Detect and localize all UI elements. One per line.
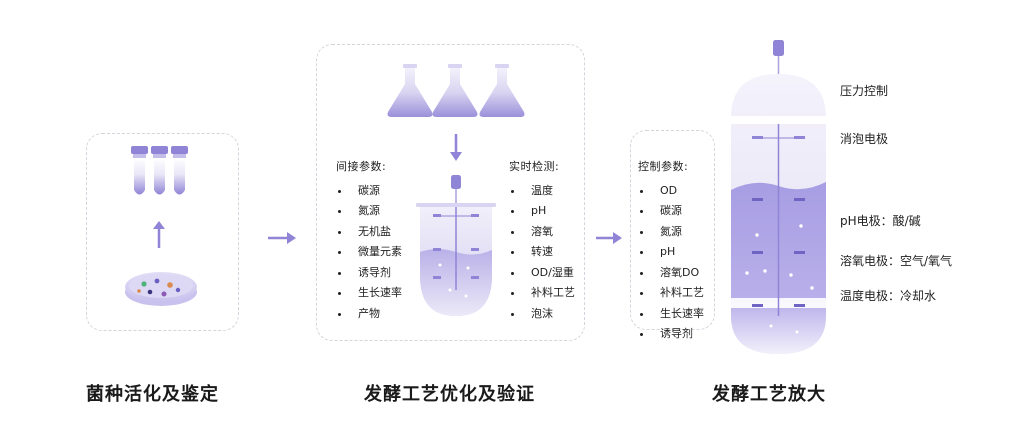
list-item: 生长速率 <box>638 304 704 325</box>
list-item: 微量元素 <box>336 242 402 263</box>
flask-icon <box>432 64 478 117</box>
temperature-electrode-label: 温度电极：冷却水 <box>838 287 939 304</box>
stage-title-process-optimization: 发酵工艺优化及验证 <box>364 384 535 405</box>
list-item: OD <box>638 181 704 202</box>
pressure-control-label: 压力控制 <box>838 82 891 99</box>
list-item: 泡沫 <box>509 304 575 325</box>
test-tube-icon <box>171 146 188 195</box>
control-items: OD 碳源 氮源 pH 溶氧DO 补料工艺 生长速率 诱导剂 <box>638 181 704 345</box>
indirect-items: 碳源 氮源 无机盐 微量元素 诱导剂 生长速率 产物 <box>336 181 402 325</box>
strain-activation-panel <box>86 133 239 331</box>
list-item: 温度 <box>509 181 575 202</box>
list-item: 溶氧 <box>509 222 575 243</box>
list-item: 氮源 <box>336 201 402 222</box>
petri-dish-icon <box>125 272 197 306</box>
realtime-items: 温度 pH 溶氧 转速 OD/湿重 补料工艺 泡沫 <box>509 181 575 325</box>
arrow-right-icon <box>268 232 296 244</box>
flask-icon <box>479 64 525 117</box>
control-parameters-panel <box>630 130 715 330</box>
indirect-parameters-list: 间接参数: 碳源 氮源 无机盐 微量元素 诱导剂 生长速率 产物 <box>336 157 402 324</box>
list-item: 溶氧DO <box>638 263 704 284</box>
defoam-electrode-label: 消泡电极 <box>838 130 891 147</box>
list-item: 产物 <box>336 304 402 325</box>
indirect-parameters-header: 间接参数: <box>336 160 387 173</box>
list-item: pH <box>638 242 704 263</box>
arrow-right-icon <box>596 232 622 244</box>
list-item: 补料工艺 <box>638 283 704 304</box>
list-item: 碳源 <box>638 201 704 222</box>
list-item: 诱导剂 <box>638 324 704 345</box>
list-item: 氮源 <box>638 222 704 243</box>
test-tube-icon <box>151 146 168 195</box>
list-item: 转速 <box>509 242 575 263</box>
lab-fermenter-icon <box>416 175 496 316</box>
control-parameters-header: 控制参数: <box>638 160 689 173</box>
list-item: 碳源 <box>336 181 402 202</box>
list-item: 补料工艺 <box>509 283 575 304</box>
control-parameters-list: 控制参数: OD 碳源 氮源 pH 溶氧DO 补料工艺 生长速率 诱导剂 <box>638 157 704 345</box>
do-electrode-label: 溶氧电极：空气/氧气 <box>838 252 955 269</box>
industrial-fermenter-icon <box>731 40 826 354</box>
list-item: pH <box>509 201 575 222</box>
arrow-down-icon <box>450 134 462 161</box>
realtime-monitoring-header: 实时检测: <box>509 160 560 173</box>
list-item: OD/湿重 <box>509 263 575 284</box>
list-item: 生长速率 <box>336 283 402 304</box>
flask-icon <box>387 64 433 117</box>
test-tube-icon <box>131 146 148 195</box>
stage-title-strain-activation: 菌种活化及鉴定 <box>86 384 219 405</box>
ph-electrode-label: pH电极：酸/碱 <box>838 212 923 229</box>
arrow-up-icon <box>153 221 165 248</box>
realtime-monitoring-list: 实时检测: 温度 pH 溶氧 转速 OD/湿重 补料工艺 泡沫 <box>509 157 575 324</box>
list-item: 诱导剂 <box>336 263 402 284</box>
stage-title-scale-up: 发酵工艺放大 <box>712 384 826 405</box>
process-optimization-panel <box>316 44 585 341</box>
list-item: 无机盐 <box>336 222 402 243</box>
